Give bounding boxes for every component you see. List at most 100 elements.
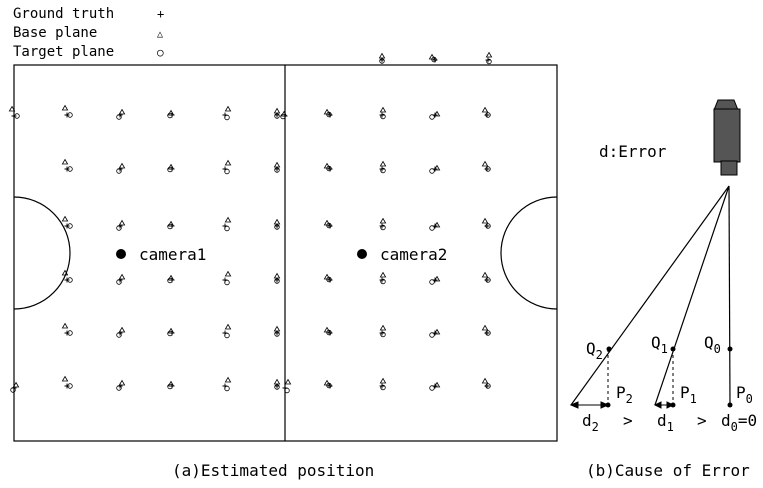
ground-truth-marker <box>379 112 385 118</box>
base-plane-marker <box>433 110 441 117</box>
base-plane-marker <box>379 271 387 278</box>
base-plane-marker <box>167 274 175 281</box>
legend: Ground truth + Base plane △ Target plane… <box>13 6 164 60</box>
legend-target-plane-label: Target plane <box>13 44 114 60</box>
target-plane-marker <box>224 279 230 286</box>
ground-truth-marker <box>64 330 70 336</box>
target-plane-marker <box>167 330 173 337</box>
base-plane-marker <box>118 326 126 333</box>
target-plane-marker <box>431 56 437 63</box>
target-plane-marker <box>116 279 122 285</box>
target-plane-marker <box>167 223 173 230</box>
target-plane-marker <box>116 168 122 174</box>
base-plane-marker <box>273 161 281 168</box>
gt-sign-2: > <box>697 411 707 430</box>
target-plane-marker <box>224 385 230 392</box>
base-plane-marker <box>118 379 126 386</box>
q2-label: Q2 <box>586 339 603 362</box>
base-plane-marker <box>284 378 292 385</box>
rays <box>570 185 731 406</box>
base-plane-marker <box>118 108 126 115</box>
target-plane-marker <box>485 166 491 172</box>
ground-truth-marker <box>11 113 17 119</box>
base-plane-marker <box>481 160 489 167</box>
base-plane-marker <box>481 217 489 224</box>
target-plane-marker <box>10 387 16 393</box>
base-plane-marker <box>224 270 232 277</box>
caption-b: (b)Cause of Error <box>586 461 750 480</box>
target-plane-marker <box>429 385 435 391</box>
target-plane-marker <box>224 114 230 121</box>
ground-truth-marker <box>64 383 70 389</box>
base-plane-marker <box>433 275 441 282</box>
target-plane-marker <box>67 112 73 118</box>
target-plane-marker <box>326 111 332 118</box>
target-plane-marker <box>224 168 230 175</box>
target-plane-marker <box>380 384 386 391</box>
target-plane-marker <box>380 167 386 174</box>
base-plane-marker <box>61 215 69 222</box>
camera2-label: camera2 <box>380 245 447 264</box>
legend-ground-truth-marker: + <box>157 7 164 21</box>
target-plane-marker <box>274 384 280 390</box>
target-plane-marker <box>67 383 73 389</box>
base-plane-marker <box>379 377 387 384</box>
base-plane-marker <box>273 325 281 332</box>
ground-truth-marker <box>379 277 385 283</box>
base-plane-marker <box>224 159 232 166</box>
base-plane-marker <box>167 220 175 227</box>
target-plane-marker <box>167 277 173 284</box>
base-plane-marker <box>224 323 232 330</box>
q0-label: Q0 <box>704 333 721 356</box>
ground-truth-marker <box>64 277 70 283</box>
legend-target-plane-marker: ○ <box>157 46 164 59</box>
ground-truth-marker <box>64 223 70 229</box>
d1-label: d1 <box>657 411 674 434</box>
target-plane-marker <box>429 168 435 174</box>
base-plane-marker <box>118 273 126 280</box>
target-plane-marker <box>380 331 386 338</box>
base-plane-marker <box>224 216 232 223</box>
base-plane-marker <box>224 105 232 112</box>
target-plane-marker <box>429 279 435 285</box>
base-plane-marker <box>379 160 387 167</box>
target-plane-marker <box>326 222 332 229</box>
base-plane-marker <box>481 271 489 278</box>
target-plane-marker <box>67 330 73 336</box>
target-plane-marker <box>379 58 385 64</box>
target-plane-marker <box>116 332 122 338</box>
d0-label: d0=0 <box>721 411 757 434</box>
base-plane-marker <box>167 380 175 387</box>
target-plane-marker <box>429 114 435 120</box>
base-plane-marker <box>118 162 126 169</box>
base-plane-marker <box>379 217 387 224</box>
camera1-label: camera1 <box>139 245 206 264</box>
target-plane-marker <box>67 223 73 229</box>
base-plane-marker <box>167 163 175 170</box>
target-plane-marker <box>167 112 173 119</box>
target-plane-marker <box>485 223 491 229</box>
target-plane-marker <box>167 166 173 173</box>
base-plane-marker <box>61 375 69 382</box>
q1-label: Q1 <box>651 333 668 356</box>
target-plane-marker <box>326 165 332 172</box>
target-plane-marker <box>274 224 280 230</box>
base-plane-marker <box>280 110 288 117</box>
target-plane-marker <box>274 167 280 173</box>
base-plane-marker <box>167 109 175 116</box>
ground-truth-marker <box>379 383 385 389</box>
left-goal-arc <box>13 196 71 310</box>
error-label: d:Error <box>599 142 667 161</box>
target-plane-marker <box>485 112 491 118</box>
base-plane-marker <box>61 269 69 276</box>
point-labels: Q2 Q1 Q0 P2 P1 P0 d2 > d1 > d0=0 <box>582 333 757 434</box>
target-plane-marker <box>167 383 173 390</box>
cameras: camera1 camera2 <box>116 245 447 264</box>
target-plane-marker <box>326 382 332 389</box>
target-plane-marker <box>116 225 122 231</box>
target-plane-marker <box>485 330 491 336</box>
target-plane-marker <box>274 278 280 284</box>
ground-truth-marker <box>379 223 385 229</box>
target-plane-marker <box>116 114 122 120</box>
